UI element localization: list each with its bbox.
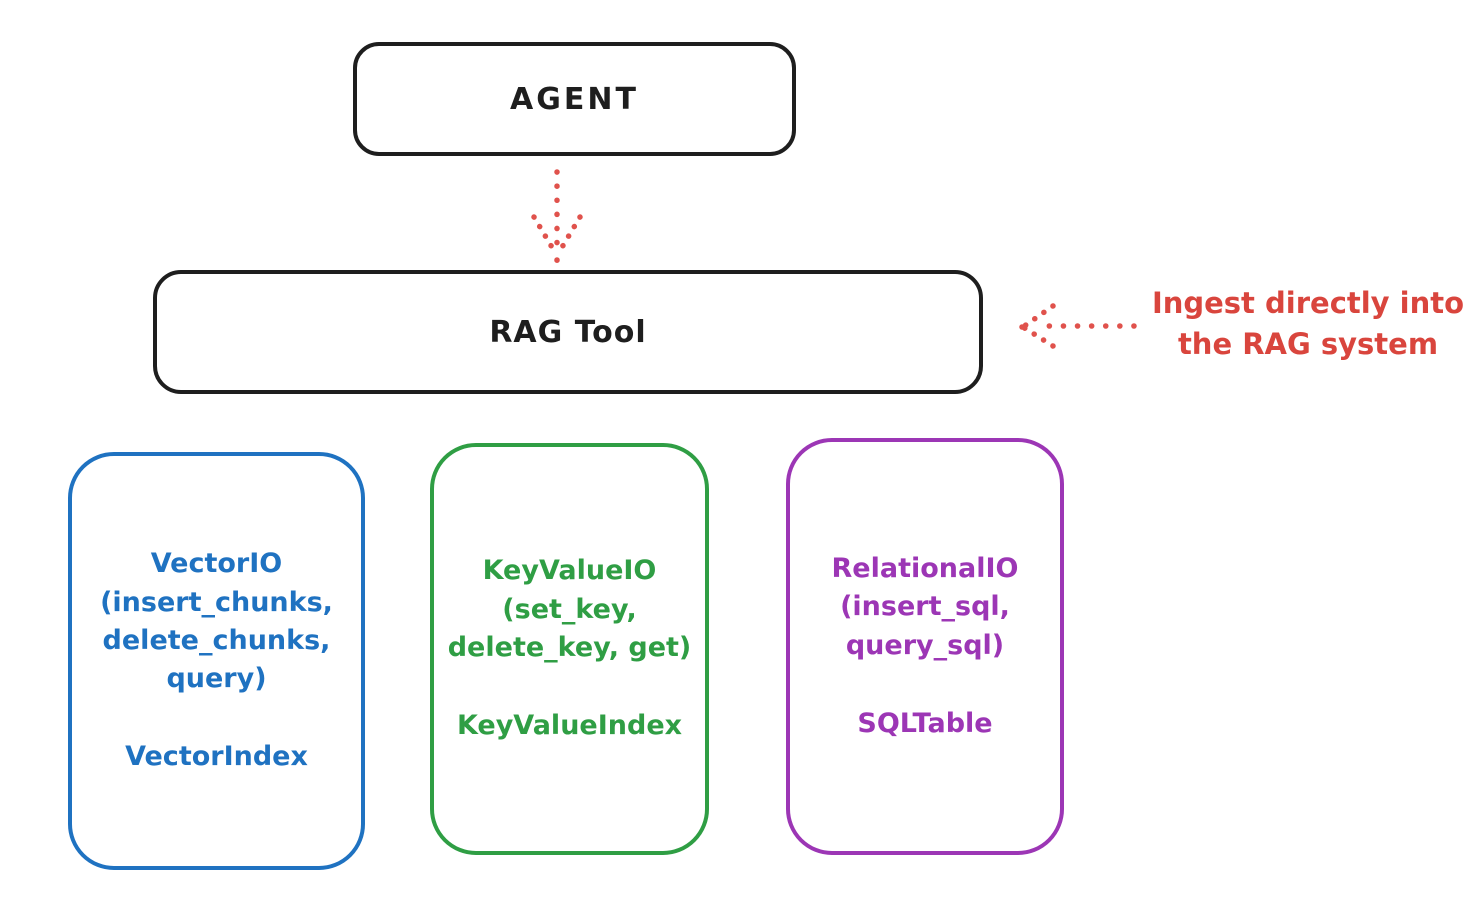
agent-label: AGENT: [510, 81, 639, 117]
vector-index-label: VectorIndex: [125, 741, 308, 773]
relational-io-line: (insert_sql,: [840, 591, 1010, 623]
key-value-io-node: KeyValueIO (set_key, delete_key, get) Ke…: [430, 443, 709, 855]
agent-node: AGENT: [353, 42, 796, 156]
ingest-annotation: Ingest directly into the RAG system: [1138, 283, 1478, 364]
vector-io-line: (insert_chunks,: [100, 586, 333, 618]
vector-io-node: VectorIO (insert_chunks, delete_chunks, …: [68, 452, 365, 870]
relational-io-line: RelationalIO: [831, 552, 1019, 584]
sql-table-label: SQLTable: [857, 707, 993, 739]
ingest-annotation-line1: Ingest directly into: [1151, 286, 1465, 320]
rag-tool-label: RAG Tool: [489, 314, 647, 350]
vector-io-line: VectorIO: [150, 548, 283, 580]
relational-io-node: RelationalIO (insert_sql, query_sql) SQL…: [786, 438, 1064, 855]
key-value-io-line: KeyValueIO: [482, 555, 657, 587]
key-value-io-line: (set_key,: [502, 593, 637, 625]
key-value-io-line: delete_key, get): [447, 632, 692, 663]
vector-io-line: delete_chunks,: [102, 624, 331, 656]
ingest-arrow: [1019, 303, 1137, 349]
agent-to-ragtool-arrow: [531, 169, 583, 263]
relational-io-line: query_sql): [845, 629, 1005, 661]
ingest-annotation-line2: the RAG system: [1177, 326, 1439, 361]
rag-tool-node: RAG Tool: [153, 270, 983, 394]
vector-io-line: query): [166, 663, 267, 695]
key-value-index-label: KeyValueIndex: [456, 710, 683, 742]
